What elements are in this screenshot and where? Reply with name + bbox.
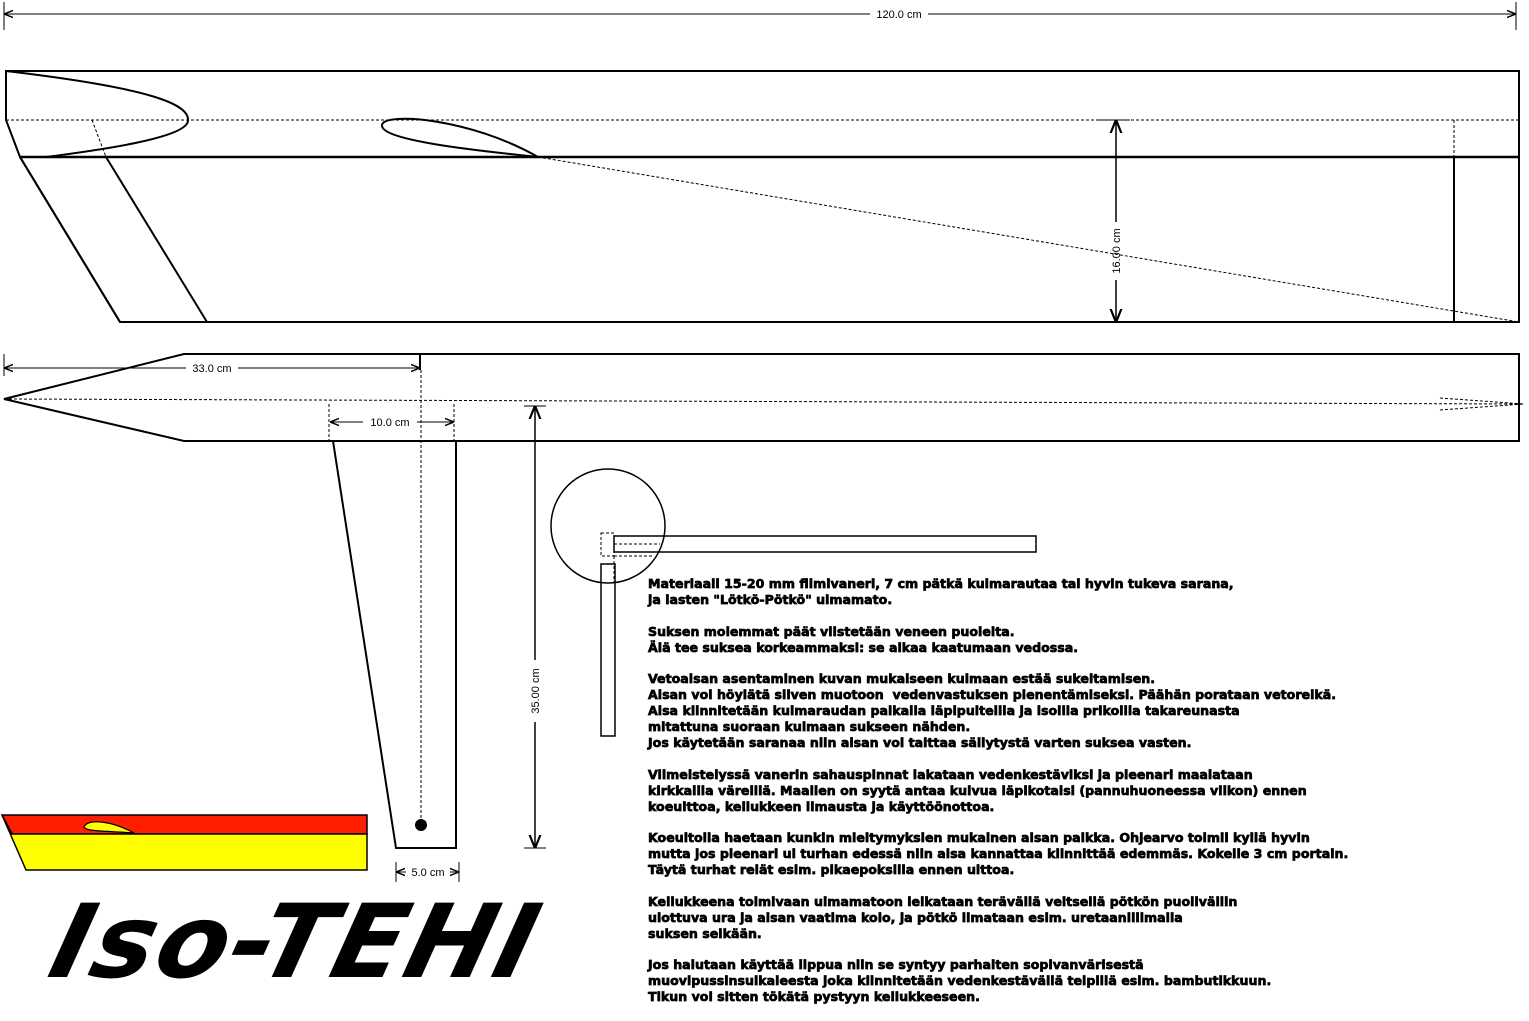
note-line: koeuittoa, kellukkeen ilmausta ja käyttö… [648,798,995,814]
note-line: Materiaali 15-20 mm filmivaneri, 7 cm pä… [648,576,1234,592]
keel-outline [331,440,457,849]
detail-circle [550,468,666,584]
hydrofoil-profile [381,117,539,158]
keel-bottom-width-dimension: 5.0 cm [395,862,460,882]
note-line: Täytä turhat reiät esim. pikaepoksilla e… [648,862,1015,878]
note-line: mitattuna suoraan kulmaan sukseen nähden… [648,719,971,735]
note-line: Tikun voi sitten tökätä pystyyn kellukke… [648,989,981,1005]
note-line: Vetoaisan asentaminen kuvan mukaiseen ku… [648,671,1156,687]
ski-top-view [3,353,1525,442]
note-line: ja lasten "Lötkö-Pötkö" uimamato. [648,592,893,608]
note-line: ulottuva ura ja aisan vaatima kolo, ja p… [648,909,1183,925]
bow-length-dimension: 33.0 cm [3,354,419,376]
note-line: Älä tee suksea korkeammaksi: se alkaa ka… [648,639,1079,655]
note-paragraph: Kellukkeena toimivaan uimamatoon leikata… [648,893,1528,942]
ski-centre-line [3,398,1525,405]
tow-arm-plate [613,535,1037,553]
height-label: 16.00 cm [1111,228,1123,273]
keel-length-label: 35.00 cm [530,668,542,713]
ski-section-plate [600,563,616,737]
note-line: Aisa kiinnitetään kulmaraudan paikalla l… [648,703,1240,719]
total-length-dimension: 120.0 cm [3,2,1517,30]
flag-red-band [0,814,368,835]
note-line: Jos halutaan käyttää lippua niin se synt… [648,957,1144,973]
flag-yellow-band [1,814,368,871]
note-paragraph: Vetoaisan asentaminen kuvan mukaiseen ku… [648,671,1528,751]
keel-top-width-label: 10.0 cm [370,417,409,429]
note-line: Jos käytetään saranaa niin aisan voi tai… [648,735,1192,751]
hinge-detail [550,468,1037,737]
note-line: Aisan voi höylätä siiven muotoon vedenva… [648,687,1337,703]
logo-title: Iso-TEHI [39,883,553,1002]
keel-length-dimension: 35.00 cm [524,405,546,849]
total-length-label: 120.0 cm [876,9,921,21]
height-dimension: 16.00 cm [1098,119,1130,323]
note-line: Suksen molemmat päät viistetään veneen p… [648,623,1015,639]
note-line: muovipussinsuikaleesta joka kiinnitetään… [648,973,1272,989]
ski-top-outline [3,353,1520,442]
angle-guide-line [537,156,1520,323]
flag-strip [0,814,368,871]
note-paragraph: Suksen molemmat päät viistetään veneen p… [648,623,1528,656]
ski-side-outline [5,70,1520,323]
note-line: Viimeistelyssä vanerin sahauspinnat laka… [648,766,1253,782]
instruction-notes: Materiaali 15-20 mm filmivaneri, 7 cm pä… [648,576,1528,1021]
note-line: Kellukkeena toimivaan uimamatoon leikata… [648,893,1238,909]
note-paragraph: Koeuitolla haetaan kunkin mieltymyksien … [648,830,1528,878]
note-line: mutta jos pleenari ui turhan edessä niin… [648,846,1349,862]
note-line: suksen selkään. [648,925,762,941]
note-line: Koeuitolla haetaan kunkin mieltymyksien … [648,830,1310,846]
note-paragraph: Jos halutaan käyttää lippua niin se synt… [648,957,1528,1005]
float-profile-front [5,70,190,158]
bow-bevel-line [105,156,208,323]
note-paragraph: Materiaali 15-20 mm filmivaneri, 7 cm pä… [648,576,1528,608]
keel-bottom-width-label: 5.0 cm [411,867,444,879]
tow-hole [415,819,427,831]
note-line: kirkkailla väreillä. Maalien on syytä an… [648,782,1307,798]
flag-foil-profile [83,821,135,834]
ski-side-view [5,70,1520,323]
bow-length-label: 33.0 cm [192,363,231,375]
note-paragraph: Viimeistelyssä vanerin sahauspinnat laka… [648,766,1528,815]
keel-top-width-dimension: 10.0 cm [331,417,453,429]
keel-fin [328,370,457,849]
